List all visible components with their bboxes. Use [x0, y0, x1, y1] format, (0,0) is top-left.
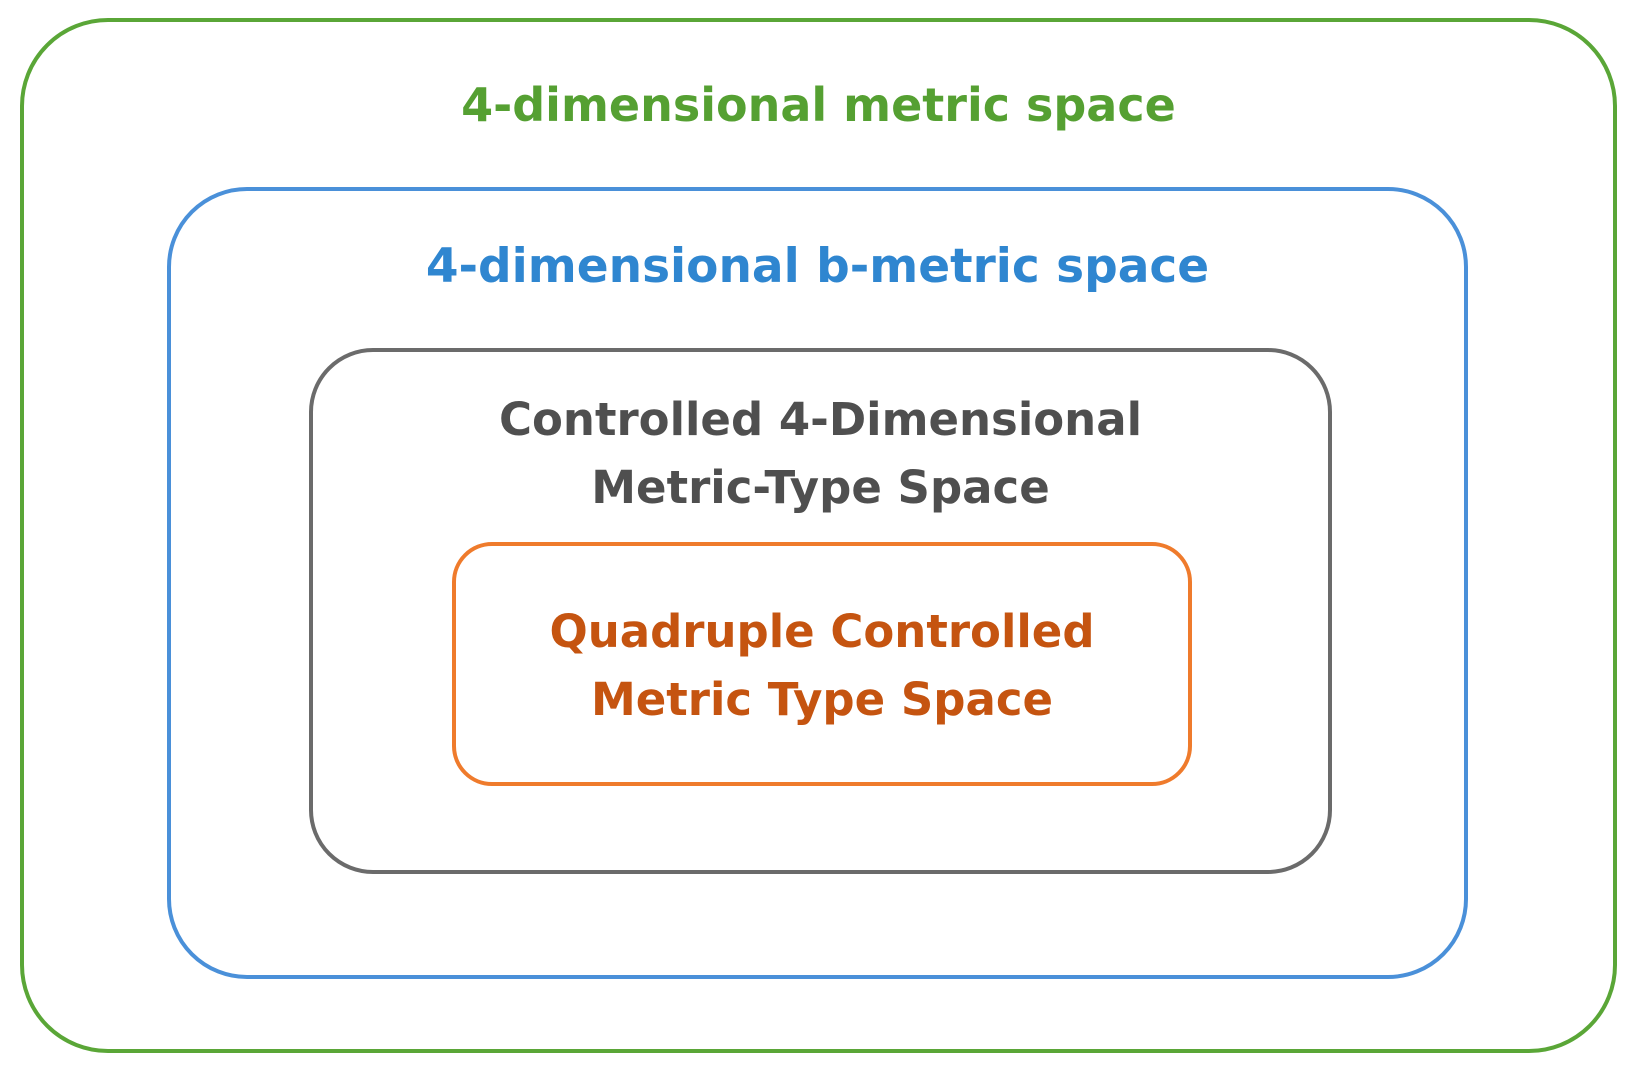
controlled-label-line-2: Metric-Type Space	[591, 461, 1050, 514]
four-dimensional-metric-space-box: 4-dimensional metric space	[20, 18, 1617, 1053]
four-dimensional-b-metric-space-box: 4-dimensional b-metric space	[167, 187, 1468, 979]
four-dimensional-b-metric-space-label: 4-dimensional b-metric space	[425, 239, 1210, 294]
quadruple-controlled-metric-type-space-box: Quadruple Controlled Metric Type Space	[452, 542, 1192, 786]
controlled-label-line-1: Controlled 4-Dimensional	[498, 393, 1142, 446]
quadruple-label-line-2: Metric Type Space	[590, 673, 1054, 726]
controlled-metric-type-space-box: Controlled 4-Dimensional Metric-Type Spa…	[309, 348, 1332, 874]
four-dimensional-metric-space-label: 4-dimensional metric space	[461, 78, 1176, 132]
quadruple-controlled-metric-type-space-label: Quadruple Controlled Metric Type Space	[456, 598, 1188, 734]
quadruple-label-line-1: Quadruple Controlled	[549, 605, 1095, 658]
controlled-metric-type-space-label: Controlled 4-Dimensional Metric-Type Spa…	[313, 386, 1328, 522]
